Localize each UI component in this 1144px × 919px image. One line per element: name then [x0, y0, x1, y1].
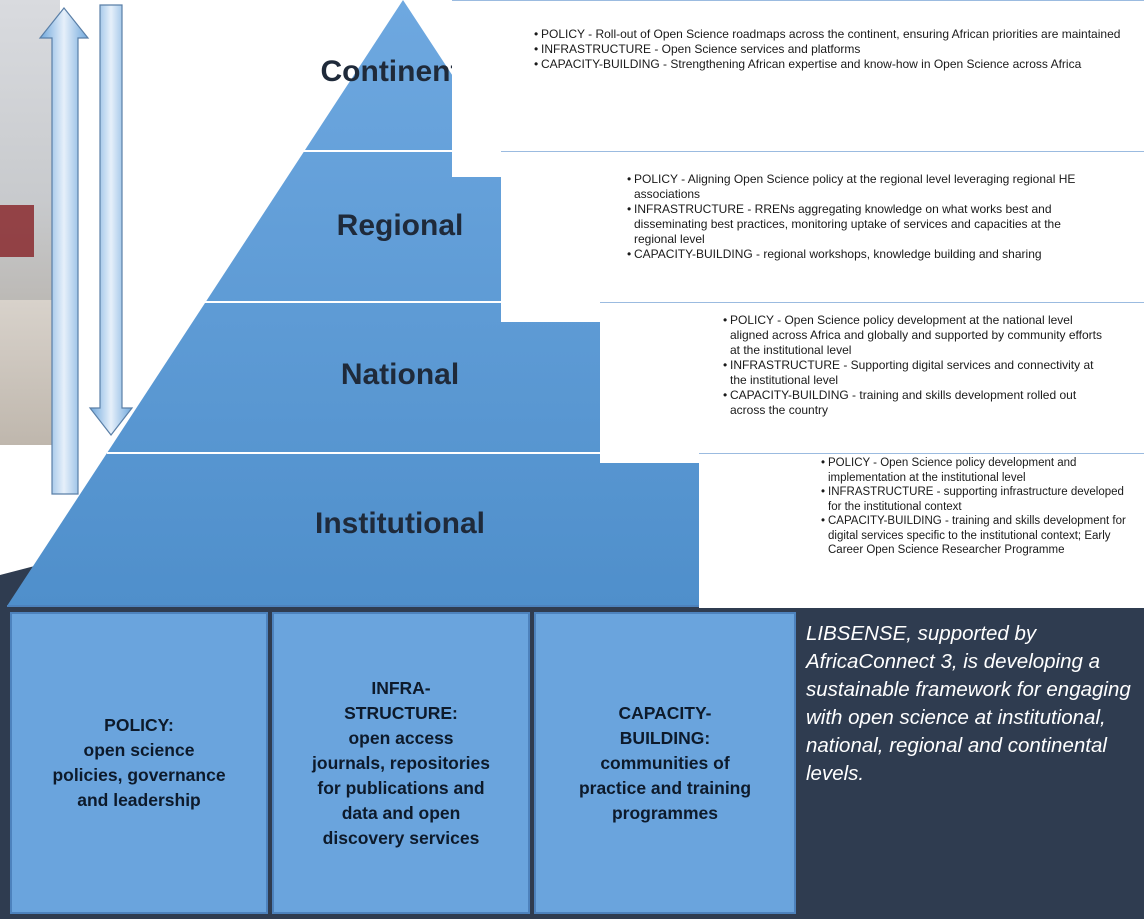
- level-label-national: National: [340, 358, 460, 391]
- institutional-policy: POLICY - Open Science policy development…: [821, 456, 1134, 485]
- continental-policy: POLICY - Roll-out of Open Science roadma…: [534, 27, 1124, 42]
- national-policy: POLICY - Open Science policy development…: [723, 313, 1106, 358]
- level-label-regional: Regional: [336, 209, 464, 242]
- level-label-institutional: Institutional: [315, 507, 485, 540]
- background-photo: [0, 0, 60, 445]
- institutional-infrastructure: INFRASTRUCTURE - supporting infrastructu…: [821, 485, 1134, 514]
- national-infrastructure: INFRASTRUCTURE - Supporting digital serv…: [723, 358, 1106, 388]
- info-row-national: POLICY - Open Science policy development…: [600, 302, 1144, 463]
- photo-red-panel: [0, 205, 34, 257]
- institutional-capacity-building: CAPACITY-BUILDING - training and skills …: [821, 514, 1134, 558]
- down-arrow: [88, 4, 134, 436]
- info-row-institutional: POLICY - Open Science policy development…: [699, 453, 1144, 608]
- continental-infrastructure: INFRASTRUCTURE - Open Science services a…: [534, 42, 1124, 57]
- info-row-continental: POLICY - Roll-out of Open Science roadma…: [452, 0, 1144, 177]
- photo-floor: [0, 300, 60, 445]
- pillar-capacity-building: CAPACITY- BUILDING: communities of pract…: [534, 612, 796, 914]
- info-row-regional: POLICY - Aligning Open Science policy at…: [501, 151, 1144, 322]
- pillar-policy: POLICY: open science policies, governanc…: [10, 612, 268, 914]
- pillar-infrastructure: INFRA- STRUCTURE: open access journals, …: [272, 612, 530, 914]
- regional-capacity-building: CAPACITY-BUILDING - regional workshops, …: [627, 247, 1100, 262]
- continental-capacity-building: CAPACITY-BUILDING - Strengthening Africa…: [534, 57, 1124, 72]
- regional-policy: POLICY - Aligning Open Science policy at…: [627, 172, 1100, 202]
- summary-text: LIBSENSE, supported by AfricaConnect 3, …: [806, 622, 1131, 785]
- national-capacity-building: CAPACITY-BUILDING - training and skills …: [723, 388, 1106, 418]
- regional-infrastructure: INFRASTRUCTURE - RRENs aggregating knowl…: [627, 202, 1100, 247]
